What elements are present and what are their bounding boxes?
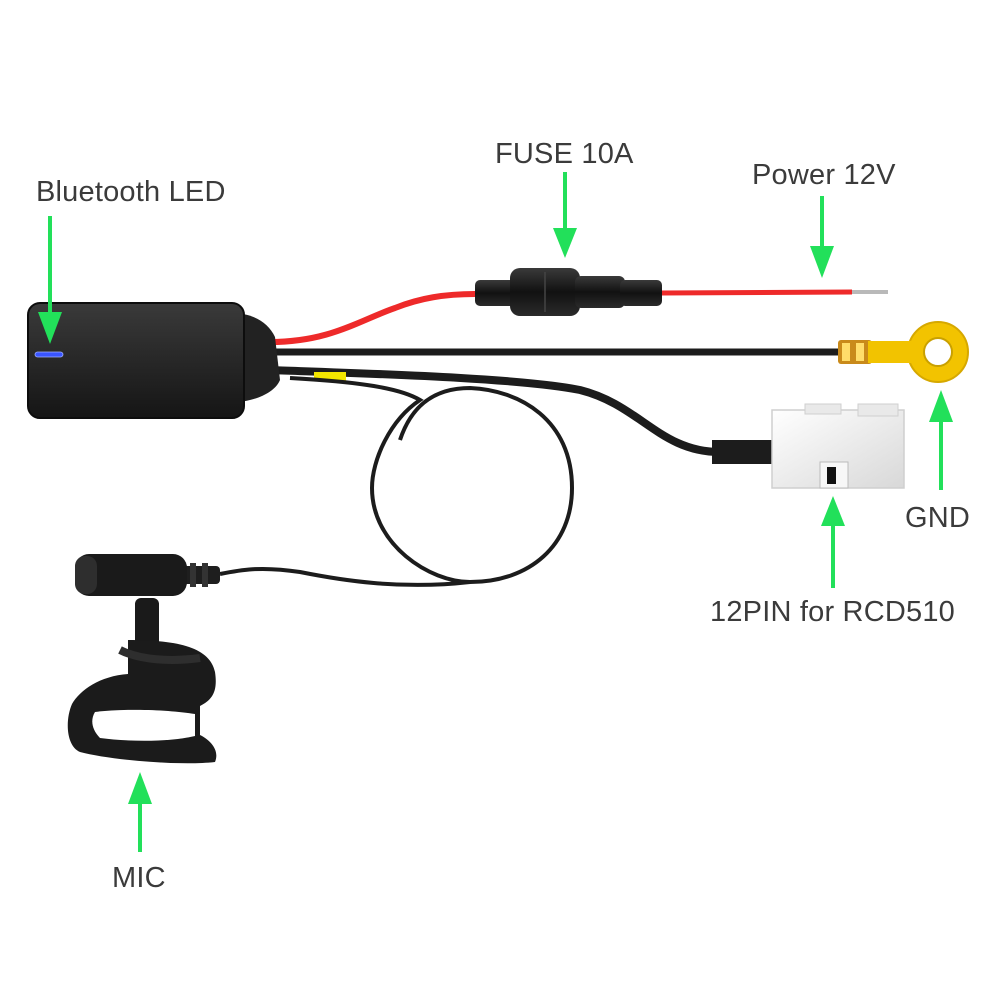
arrow-mic — [128, 772, 152, 852]
label-power: Power 12V — [752, 159, 896, 191]
bluetooth-led — [35, 352, 63, 357]
yellow-band — [314, 372, 346, 381]
label-bluetooth-led: Bluetooth LED — [36, 176, 226, 208]
label-gnd: GND — [905, 502, 971, 534]
microphone — [67, 554, 220, 764]
label-mic: MIC — [112, 862, 166, 894]
label-fuse: FUSE 10A — [495, 138, 634, 170]
bluetooth-module — [27, 302, 280, 419]
ring-terminal — [838, 321, 969, 383]
power-wire-right — [661, 289, 853, 296]
arrow-gnd — [929, 390, 953, 490]
arrow-power — [810, 196, 834, 278]
mic-cable — [219, 376, 575, 587]
fuse-holder — [475, 268, 662, 316]
arrow-connector — [821, 496, 845, 588]
connector-cable — [269, 366, 760, 456]
label-connector: 12PIN for RCD510 — [710, 596, 955, 628]
power-wire-left — [267, 291, 478, 345]
arrow-fuse — [553, 172, 577, 258]
arrow-bluetooth-led — [38, 216, 62, 344]
pin-connector — [712, 403, 905, 489]
